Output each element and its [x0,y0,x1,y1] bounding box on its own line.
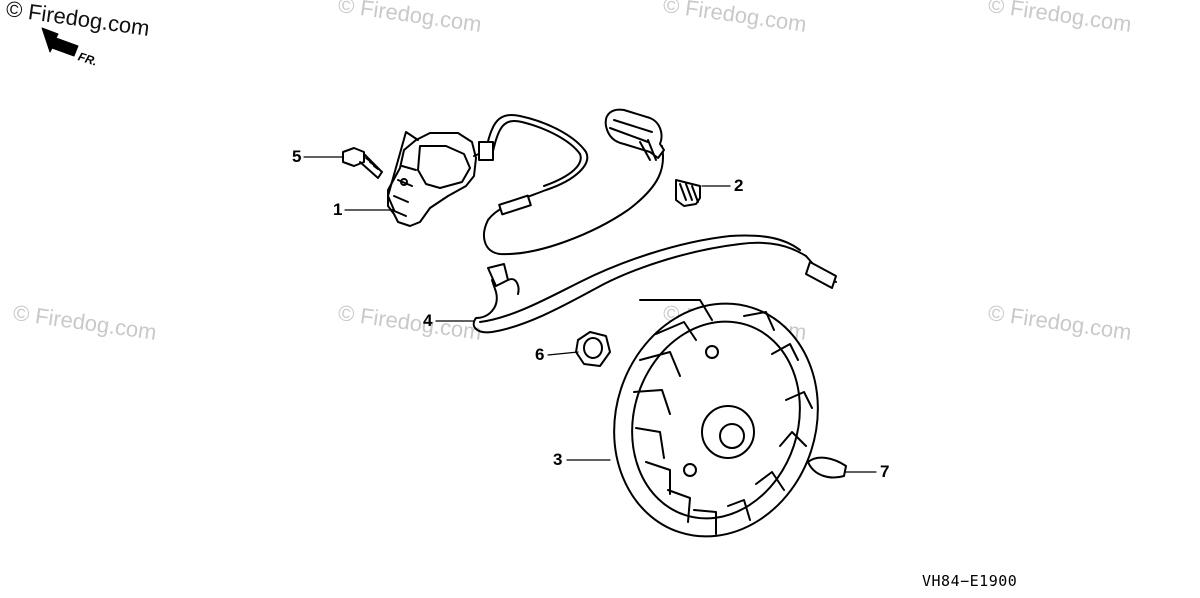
callout-7: 7 [880,462,890,481]
woodruff-key-part-7 [807,456,847,479]
callout-4: 4 [423,311,433,330]
callout-1: 1 [333,200,343,219]
spring-part-2 [675,179,701,207]
wire-harness-part-4 [472,234,837,334]
ignition-coil-part-1 [387,131,489,227]
bolt-part-5 [342,147,383,179]
leader-lines [303,156,877,473]
diagram-code: VH84−E1900 [922,572,1018,590]
front-arrow-icon [41,27,79,57]
flywheel-nut-part-6 [575,331,611,367]
callout-2: 2 [734,176,744,195]
callout-5: 5 [292,147,302,166]
callout-6: 6 [535,345,545,364]
callout-3: 3 [553,450,563,469]
flywheel-part-3 [613,299,819,538]
coil-lead-wire [478,114,665,256]
spark-plug-cap [604,108,665,161]
